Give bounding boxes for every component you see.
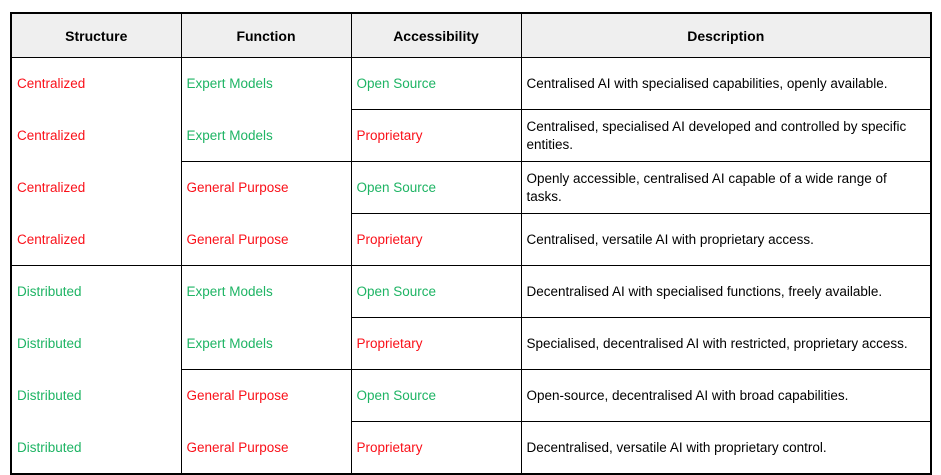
function-cell: General Purpose xyxy=(180,161,352,214)
table-row: Distributed Expert Models Proprietary Sp… xyxy=(10,317,932,370)
accessibility-cell: Proprietary xyxy=(350,317,522,370)
page: Structure Function Accessibility Descrip… xyxy=(10,12,932,475)
description-cell: Decentralised AI with specialised functi… xyxy=(520,265,932,318)
structure-cell: Distributed xyxy=(10,421,182,475)
header-row: Structure Function Accessibility Descrip… xyxy=(10,12,932,58)
table-row: Distributed General Purpose Open Source … xyxy=(10,369,932,422)
function-cell: General Purpose xyxy=(180,369,352,422)
column-header-description: Description xyxy=(520,12,932,58)
column-header-function: Function xyxy=(180,12,352,58)
function-cell: Expert Models xyxy=(180,317,352,370)
structure-cell: Distributed xyxy=(10,317,182,370)
table-row: Centralized Expert Models Open Source Ce… xyxy=(10,57,932,110)
accessibility-cell: Open Source xyxy=(350,369,522,422)
structure-cell: Centralized xyxy=(10,213,182,266)
table-body: Centralized Expert Models Open Source Ce… xyxy=(10,57,932,475)
structure-cell: Centralized xyxy=(10,57,182,110)
function-cell: General Purpose xyxy=(180,213,352,266)
description-cell: Openly accessible, centralised AI capabl… xyxy=(520,161,932,214)
description-cell: Decentralised, versatile AI with proprie… xyxy=(520,421,932,475)
table-row: Centralized General Purpose Proprietary … xyxy=(10,213,932,266)
description-cell: Open-source, decentralised AI with broad… xyxy=(520,369,932,422)
accessibility-cell: Proprietary xyxy=(350,213,522,266)
table-header: Structure Function Accessibility Descrip… xyxy=(10,12,932,58)
table-row: Distributed General Purpose Proprietary … xyxy=(10,421,932,475)
column-header-accessibility: Accessibility xyxy=(350,12,522,58)
accessibility-cell: Open Source xyxy=(350,265,522,318)
accessibility-cell: Open Source xyxy=(350,57,522,110)
description-cell: Centralised, versatile AI with proprieta… xyxy=(520,213,932,266)
accessibility-cell: Proprietary xyxy=(350,421,522,475)
ai-types-table: Structure Function Accessibility Descrip… xyxy=(10,12,932,475)
accessibility-cell: Proprietary xyxy=(350,109,522,162)
function-cell: Expert Models xyxy=(180,109,352,162)
column-header-structure: Structure xyxy=(10,12,182,58)
structure-cell: Distributed xyxy=(10,369,182,422)
accessibility-cell: Open Source xyxy=(350,161,522,214)
function-cell: General Purpose xyxy=(180,421,352,475)
description-cell: Centralised, specialised AI developed an… xyxy=(520,109,932,162)
function-cell: Expert Models xyxy=(180,265,352,318)
table-row: Centralized Expert Models Proprietary Ce… xyxy=(10,109,932,162)
description-cell: Specialised, decentralised AI with restr… xyxy=(520,317,932,370)
structure-cell: Distributed xyxy=(10,265,182,318)
table-row: Centralized General Purpose Open Source … xyxy=(10,161,932,214)
structure-cell: Centralized xyxy=(10,161,182,214)
table-row: Distributed Expert Models Open Source De… xyxy=(10,265,932,318)
structure-cell: Centralized xyxy=(10,109,182,162)
function-cell: Expert Models xyxy=(180,57,352,110)
description-cell: Centralised AI with specialised capabili… xyxy=(520,57,932,110)
